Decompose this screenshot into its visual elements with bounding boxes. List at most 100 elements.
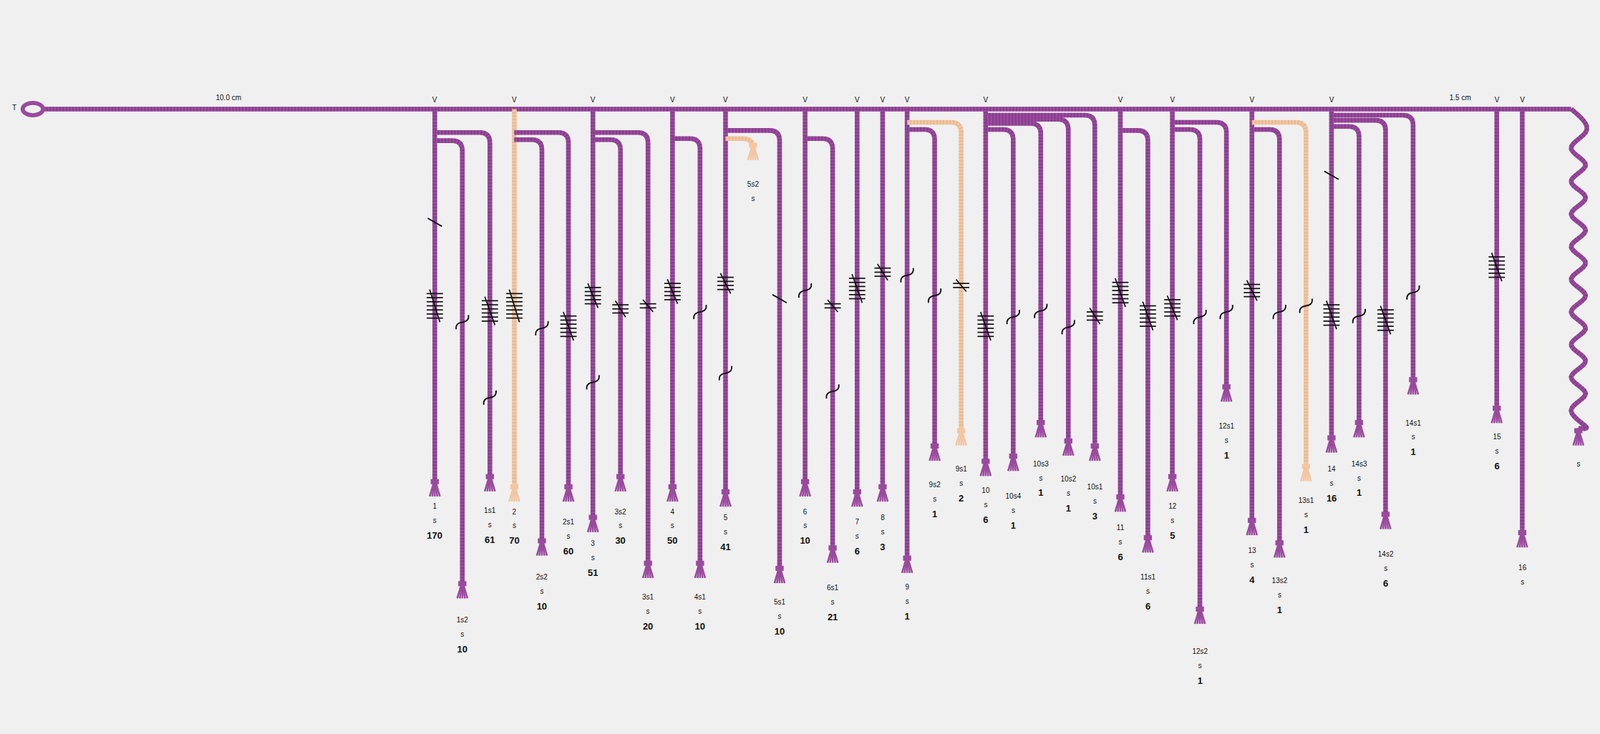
tassel-knot <box>510 484 519 490</box>
cord <box>432 108 438 482</box>
tassel <box>1326 435 1337 453</box>
cord-twist <box>432 108 438 482</box>
tassel-knot <box>1091 443 1099 449</box>
cord-name: 3s2 <box>614 508 627 517</box>
cord <box>1252 129 1280 543</box>
cord <box>725 130 780 568</box>
top-label: V <box>802 96 808 104</box>
top-label: 1.5 cm <box>1449 94 1472 102</box>
cord-spin: s <box>591 554 595 562</box>
cord-twist <box>725 138 753 149</box>
long-knot <box>900 268 913 283</box>
knot-axis <box>429 289 440 323</box>
tassel-knot <box>537 538 546 544</box>
tassel-knot <box>616 474 625 480</box>
cord-value: 6 <box>1117 552 1123 562</box>
cord-twist <box>805 138 833 548</box>
knot-turn <box>1164 303 1181 305</box>
cord-spin: s <box>460 631 464 639</box>
cord-name: 9s1 <box>955 466 968 474</box>
tassel <box>1063 438 1074 457</box>
cord-spin: s <box>1383 565 1388 573</box>
knot-turn <box>506 317 523 320</box>
tassel <box>851 489 862 507</box>
cord-name: 4 <box>670 508 676 517</box>
long-knot <box>826 384 839 399</box>
cord-twist <box>1494 108 1500 409</box>
knot-turn <box>1112 282 1129 284</box>
tassel <box>1115 494 1126 512</box>
tassel-knot <box>1009 453 1018 459</box>
knot-turn <box>952 282 970 285</box>
cord-spin: s <box>803 522 807 530</box>
tassel-knot <box>1355 420 1364 426</box>
cord <box>985 119 1069 441</box>
top-label: V <box>904 96 910 104</box>
cord-name: 4s1 <box>694 594 706 602</box>
knot-turn <box>824 303 842 305</box>
knot-turn <box>664 299 681 301</box>
knot-cluster <box>1243 280 1260 302</box>
tassel-knot <box>981 458 990 464</box>
cord-value: 1 <box>1197 675 1203 686</box>
long-knot <box>456 314 469 330</box>
tassel <box>902 556 913 574</box>
cord-value: 10 <box>695 622 706 632</box>
long-knot <box>719 366 732 381</box>
cord <box>1519 108 1525 532</box>
tassel-knot <box>930 443 939 449</box>
tassel <box>587 515 598 533</box>
top-label: V <box>880 96 886 104</box>
knot-cluster <box>1112 278 1129 308</box>
long-knot <box>1353 309 1366 324</box>
cord <box>592 132 648 563</box>
tassel-knot <box>564 484 572 490</box>
knot-axis <box>1089 307 1100 325</box>
tassel-knot <box>828 545 837 551</box>
top-label: 10.0 cm <box>215 94 242 102</box>
knot-turn <box>664 282 681 285</box>
knot-cluster <box>1086 307 1104 325</box>
knot-turn <box>1488 260 1505 263</box>
knot-turn <box>506 313 523 315</box>
tassel-knot <box>695 561 704 567</box>
knot-turn <box>952 287 970 289</box>
cord-spin: s <box>488 521 492 530</box>
tassel <box>563 484 574 502</box>
cord <box>1329 108 1335 438</box>
cord-spin: s <box>1170 517 1175 525</box>
tassel-knot <box>1408 377 1417 383</box>
long-knot <box>1007 309 1020 325</box>
cord-value: 10 <box>536 601 547 611</box>
tassel <box>508 484 520 502</box>
cord-name: 11 <box>1116 524 1124 532</box>
cord-value: 61 <box>484 535 495 545</box>
tassel <box>1353 420 1364 438</box>
knot-turn <box>1112 298 1129 300</box>
knot-turn <box>506 293 523 295</box>
knot-turn <box>481 320 499 323</box>
knot-turn <box>506 309 523 311</box>
cord-spin: s <box>1330 480 1334 488</box>
cord-value: 10 <box>774 627 785 637</box>
tassel <box>929 443 940 462</box>
cord-name: 1s2 <box>456 617 469 625</box>
single-knot <box>1324 171 1339 179</box>
knot-turn <box>426 301 444 303</box>
knot-cluster <box>560 312 578 341</box>
tassel-knot <box>1518 530 1527 536</box>
long-knot <box>1062 320 1075 335</box>
tassel <box>877 484 888 502</box>
cord-name: 9 <box>904 584 910 592</box>
cord-name: 5 <box>723 514 729 522</box>
cord-spin: s <box>1038 475 1043 483</box>
cord-spin: s <box>932 496 937 504</box>
tassel-knot <box>1275 540 1284 546</box>
knot-cluster <box>1139 302 1157 331</box>
knot-turn <box>426 297 444 299</box>
tassel-knot <box>878 484 887 490</box>
cord-twist <box>1169 108 1175 477</box>
tassel <box>536 538 547 556</box>
knot-turn <box>1377 313 1394 315</box>
tassel <box>827 545 838 563</box>
